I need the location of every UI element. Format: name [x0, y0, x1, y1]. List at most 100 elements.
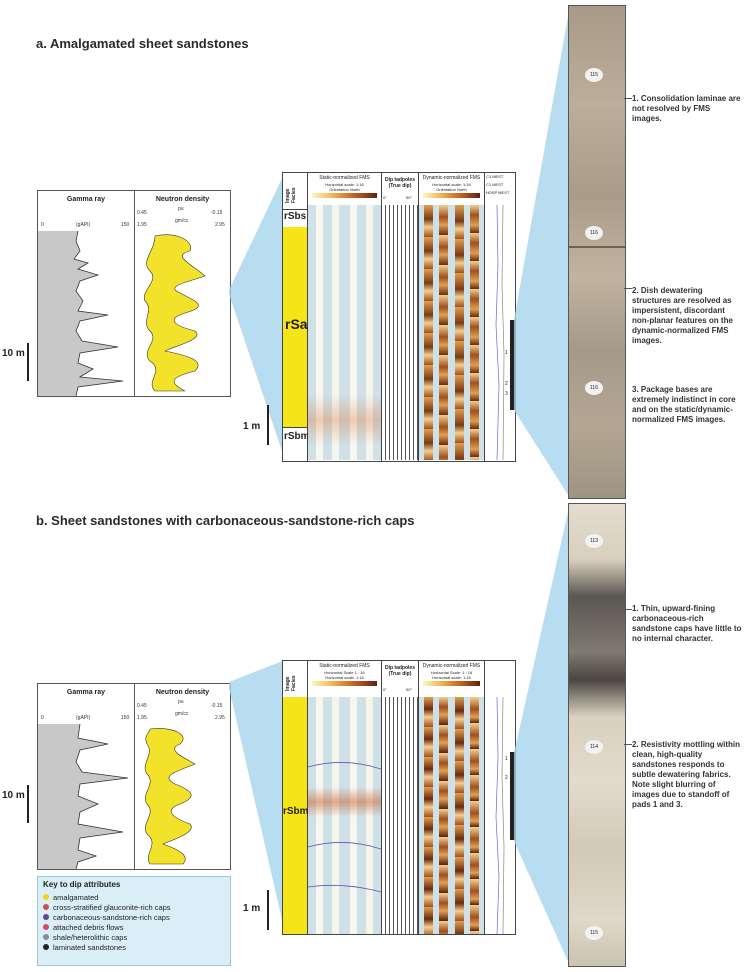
neutron-density-title-b: Neutron density: [155, 689, 210, 696]
dens-unit-b: gm/cc: [175, 711, 189, 717]
key-label-amalgamated: amalgamated: [53, 893, 99, 902]
dip-grid-b: [382, 697, 418, 934]
static-fms-sub2-b: Horizontal scale: 1:16: [325, 675, 364, 680]
facies-rsbm: rSbm: [284, 431, 310, 442]
dip-tadpole-track-b: Dip tadpoles (True dip) 0° 90°: [382, 661, 419, 934]
core-interval-bar-b: [510, 752, 516, 840]
static-fms-track-b: Static-normalized FMS Horizontal Scale 1…: [308, 661, 382, 934]
dip-title-b: Dip tadpoles (True dip): [384, 665, 415, 677]
caliper-track-b: [485, 661, 515, 934]
gamma-ray-curve: [38, 231, 124, 396]
scale-10m-b-label: 10 m: [2, 790, 25, 801]
marker-1-b: 1: [505, 756, 508, 762]
note-1-b: 1. Thin, upward-fining carbonaceous-rich…: [632, 604, 742, 643]
curve-c1-label: C1 MEST: [486, 182, 504, 187]
dynamic-fms-colorbar-b: [423, 681, 480, 686]
dens-left-b: 1.95: [137, 715, 147, 721]
gamma-min-b: 0: [41, 715, 44, 721]
key-label-laminated: laminated sandstones: [53, 943, 126, 952]
facies-rsbm-b: rSbm: [283, 806, 309, 817]
pu-right-b: -0.15: [211, 703, 223, 709]
zoom-wedge-a-right: [514, 5, 570, 498]
neutron-density-track-b: Neutron density 0.45 pu -0.15 1.95 gm/cc…: [135, 684, 230, 869]
static-fms-sub1-b: Horizontal Scale 1 : 16: [324, 670, 365, 675]
scale-bar-1m-b: [267, 890, 269, 930]
dens-right: 2.95: [215, 222, 225, 228]
dip-attribute-key: Key to dip attributes amalgamated cross-…: [37, 876, 231, 966]
key-item-amalgamated: amalgamated: [43, 893, 228, 903]
marker-1-a: 1: [505, 350, 508, 356]
key-swatch-shale: [43, 934, 49, 940]
key-list: amalgamated cross-stratified glauconite-…: [43, 893, 228, 953]
section-b-title: b. Sheet sandstones with carbonaceous-sa…: [36, 513, 415, 528]
scale-1m-b-label: 1 m: [243, 903, 261, 914]
pu-left: 0.45: [137, 210, 147, 216]
key-item-laminated: laminated sandstones: [43, 943, 228, 953]
neutron-density-track: Neutron density 0.45 pu -0.15 1.95 gm/cc…: [135, 191, 230, 396]
dynamic-fms-sub2: Orientation North: [436, 187, 467, 192]
static-fms-track: Static-normalized FMS Horizontal scale: …: [308, 173, 382, 461]
key-title: Key to dip attributes: [43, 880, 121, 889]
neutron-density-title: Neutron density: [155, 196, 210, 203]
facies-rsbs: rSbs: [284, 211, 307, 222]
dens-unit: gm/cc: [175, 218, 189, 224]
pu-left-b: 0.45: [137, 703, 147, 709]
core-label-1-b: 113: [585, 534, 603, 548]
facies-rsa-fill: [283, 227, 307, 427]
facies-rsa: rSa: [285, 316, 308, 332]
core-label-1-a: 115: [585, 68, 603, 82]
dip-max-b: 90°: [406, 687, 413, 692]
static-fms-title: Static-normalized FMS: [319, 175, 370, 181]
curve-hdsp-label: HDSP MEST: [486, 190, 510, 195]
wireline-log-a: Gamma ray 0 (gAPI) 150 Neutron density 0…: [37, 190, 231, 397]
note-2-b: 2. Resistivity mottling within clean, hi…: [632, 740, 741, 809]
key-swatch-debris: [43, 924, 49, 930]
scale-10m-a-label: 10 m: [2, 348, 25, 359]
image-facies-column: Image Facies rSbs rSa rSbm: [283, 173, 310, 461]
dip-title: Dip tadpoles (True dip): [384, 177, 415, 189]
core-label-2-b: 114: [585, 740, 603, 754]
key-label-carbonaceous: carbonaceous-sandstone-rich caps: [53, 913, 170, 922]
static-fms-colorbar: [312, 193, 377, 198]
gamma-ray-curve-b: [38, 724, 129, 869]
zoom-wedge-a-left: [229, 172, 285, 460]
static-fms-image-b: [308, 697, 381, 934]
key-item-shale: shale/heterolithic caps: [43, 933, 228, 943]
key-label-debris: attached debris flows: [53, 923, 124, 932]
gamma-unit: (gAPI): [76, 222, 91, 228]
static-fms-title-b: Static-normalized FMS: [319, 663, 370, 669]
scale-1m-a-label: 1 m: [243, 421, 261, 432]
dynamic-fms-sub1: Horizontal scale: 1:16: [432, 182, 471, 187]
core-label-3-b: 115: [585, 926, 603, 940]
gamma-min: 0: [41, 222, 44, 228]
note-2-a: 2. Dish dewatering structures are resolv…: [632, 286, 733, 345]
caliper-track: C3 MEST C1 MEST HDSP MEST: [485, 173, 515, 461]
curve-c3-label: C3 MEST: [486, 174, 504, 179]
gamma-unit-b: (gAPI): [76, 715, 91, 721]
dynamic-fms-track: Dynamic-normalized FMS Horizontal scale:…: [419, 173, 485, 461]
scale-bar-1m-a: [267, 405, 269, 445]
dynamic-fms-track-b: Dynamic-normalized FMS Horizontal Scale:…: [419, 661, 485, 934]
dynamic-fms-image: [419, 205, 484, 460]
gamma-max-b: 150: [121, 715, 130, 721]
static-fms-sub1: Horizontal scale: 1:16: [325, 182, 364, 187]
section-a-title: a. Amalgamated sheet sandstones: [36, 36, 249, 51]
static-fms-image: [308, 205, 381, 460]
note-3-a: 3. Package bases are extremely indistinc…: [632, 385, 736, 424]
fms-panel-b: Image Facies rSbm Static-normalized FMS …: [282, 660, 516, 935]
dip-tadpole-track: Dip tadpoles (True dip) 0° 90°: [382, 173, 419, 461]
core-photo-a: 115 116 116: [568, 5, 626, 499]
dynamic-fms-image-b: [419, 697, 484, 934]
wireline-log-b: Gamma ray 0 (gAPI) 150 Neutron density 0…: [37, 683, 231, 870]
dynamic-fms-title: Dynamic-normalized FMS: [422, 175, 481, 181]
key-swatch-amalgamated: [43, 894, 49, 900]
facies-header-b: Image Facies: [285, 675, 297, 691]
dip-min-b: 0°: [383, 687, 387, 692]
key-swatch-laminated: [43, 944, 49, 950]
static-fms-sub2: Orientation North: [329, 187, 360, 192]
scale-bar-10m-b: [27, 785, 29, 823]
image-facies-column-b: Image Facies rSbm: [283, 661, 309, 934]
marker-2-b: 2: [505, 775, 508, 781]
dynamic-fms-sub1-b: Horizontal Scale: 1 : 16: [430, 670, 473, 675]
key-label-shale: shale/heterolithic caps: [53, 933, 128, 942]
